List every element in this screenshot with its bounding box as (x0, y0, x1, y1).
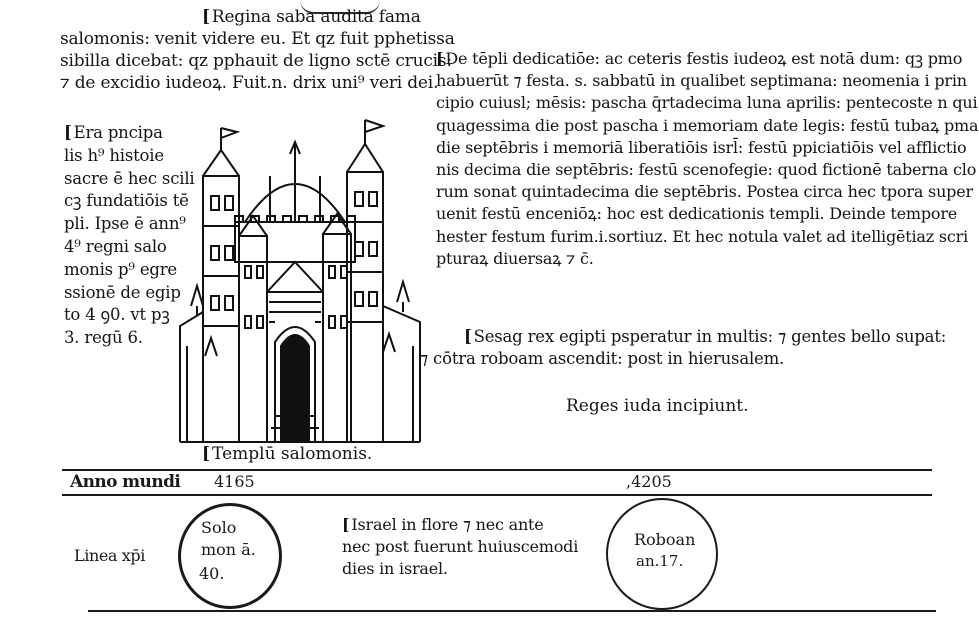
text-line: 4⁹ regni salo (64, 236, 167, 256)
text-line: [Era pncipa (64, 122, 176, 145)
text-line: ⁊ cōtra roboam ascendit: post in hierusa… (420, 349, 785, 368)
roundel-text: Roboan (634, 530, 696, 549)
sesag-paragraph: [Sesag rex egipti psperatur in multis: ⁊… (420, 326, 946, 370)
text-line: ssionē de egip (64, 282, 181, 302)
text-line: lis h⁹ histoie (64, 145, 164, 165)
text-line-content: Regina saba audita fama (211, 7, 421, 27)
woodcut-caption: [Templū salomonis. (202, 444, 372, 464)
text-line: uenit festū enceniōꝝ: hoc est dedication… (436, 204, 958, 224)
roundel-text: Solo (201, 518, 237, 537)
text-line: 3. regū 6. (64, 328, 143, 348)
text-line: pturaꝝ diuersaꝝ ⁊ c̄. (436, 248, 594, 268)
era-principalis-paragraph: [Era pncipa lis h⁹ histoie sacre ē hec s… (64, 122, 195, 350)
text-line: [Israel in flore ⁊ nec ante (342, 514, 572, 536)
timeline-middle-rule (62, 494, 932, 496)
text-line: [Sesag rex egipti psperatur in multis: ⁊… (420, 326, 946, 348)
solomon-roundel: Solo mon ā. 40. (178, 503, 282, 609)
timeline-bottom-rule (88, 610, 936, 612)
text-line: cipio cuiusl; mēsis: pascha q̄rtadecima … (436, 93, 978, 113)
text-line-content: Israel in flore ⁊ nec ante (351, 515, 544, 534)
text-line: hester festum furim.i.sortiuz. Et hec no… (436, 226, 969, 246)
pilcrow-icon: [ (202, 7, 210, 27)
text-line: die septēbris i memoriā liberatiōis isrl… (436, 137, 967, 157)
text-line: cꝫ fundatiōis tē (64, 191, 189, 211)
pilcrow-icon: [ (436, 49, 444, 68)
text-line: nec post fuerunt huiuscemodi (342, 537, 579, 556)
caption-text: Templū salomonis. (212, 444, 373, 464)
text-line: to 4 ꝯ0. vt pꝫ (64, 305, 170, 325)
text-line: [De tēpli dedicatiōe: ac ceteris festis … (436, 48, 962, 70)
text-line-content: Sesag rex egipti psperatur in multis: ⁊ … (473, 327, 947, 346)
regina-saba-paragraph: [Regina saba audita fama salomonis: veni… (60, 6, 455, 94)
text-line: quagessima die post pascha i memoriam da… (436, 115, 979, 135)
anno-mundi-label: Anno mundi (70, 472, 181, 492)
text-line: sacre ē hec scili (64, 168, 195, 188)
pilcrow-icon: [ (342, 515, 350, 534)
linea-christi-label: Linea xp̄i (74, 546, 145, 565)
roundel-text: an.17. (636, 552, 684, 570)
pilcrow-icon: [ (64, 123, 72, 142)
text-line: salomonis: venit videre eu. Et qz fuit p… (60, 29, 455, 49)
reges-iuda-heading: Reges iuda incipiunt. (566, 396, 749, 416)
text-line: dies in israel. (342, 559, 448, 578)
pilcrow-icon: [ (202, 444, 211, 464)
year-marker: 4165 (214, 472, 255, 491)
templi-dedicatione-paragraph: [De tēpli dedicatiōe: ac ceteris festis … (436, 48, 979, 270)
israel-in-flore-paragraph: [Israel in flore ⁊ nec ante nec post fue… (342, 514, 579, 580)
text-line-content: De tēpli dedicatiōe: ac ceteris festis i… (445, 49, 963, 68)
text-line: habuerūt ⁊ festa. s. sabbatū in qualibet… (436, 71, 967, 91)
text-line: sibilla dicebat: qz pphauit de ligno sct… (60, 51, 452, 71)
year-marker: ,4205 (626, 472, 672, 491)
text-line: rum sonat quintadecima die septēbris. Po… (436, 182, 973, 202)
text-line: pli. Ipse ē ann⁹ (64, 214, 186, 234)
top-ornament-arc (300, 0, 380, 14)
text-line-content: Era pncipa (73, 123, 163, 142)
text-line: monis p⁹ egre (64, 259, 177, 279)
temple-woodcut-illustration (179, 119, 421, 443)
roundel-text: mon ā. (201, 540, 256, 559)
text-line: ⁊ de excidio iudeoꝝ. Fuit.n. drix uni⁹ v… (60, 73, 439, 93)
text-line: nis decima die septēbris: festū scenofeg… (436, 160, 977, 180)
roboam-roundel: Roboan an.17. (606, 498, 718, 610)
roundel-text: 40. (199, 564, 225, 583)
pilcrow-icon: [ (464, 327, 472, 346)
text-line: [Regina saba audita fama (60, 6, 430, 28)
timeline-top-rule (62, 469, 932, 471)
